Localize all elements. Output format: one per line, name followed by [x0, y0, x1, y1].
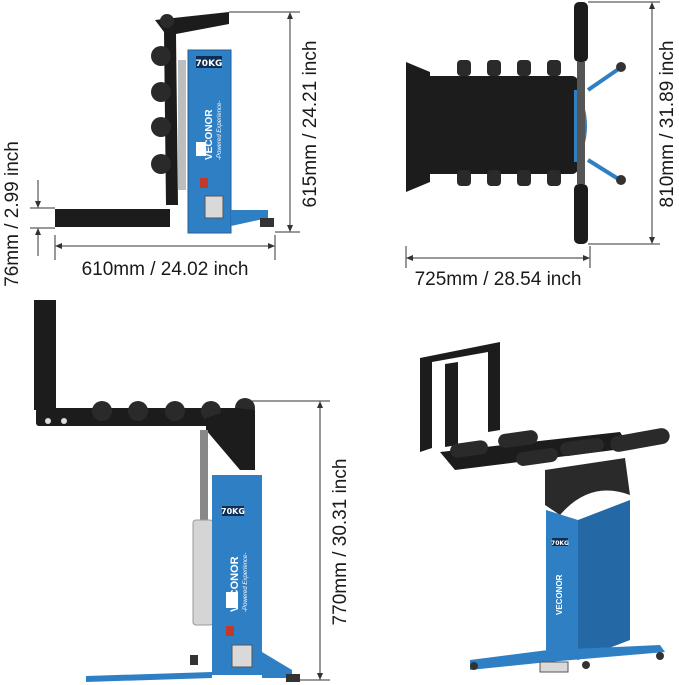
perspective-rollers: [450, 428, 670, 466]
side-brand-text: VECONOR: [204, 109, 215, 160]
top-width-label: 725mm / 28.54 inch: [415, 269, 582, 290]
perspective-capacity-text: 70KG: [551, 540, 569, 547]
perspective-foot: [582, 661, 590, 669]
top-leveling-foot: [616, 175, 626, 185]
side-view: 70KG VECONOR -Powered Experience-: [2, 11, 321, 287]
side-capacity-badge: [196, 56, 222, 68]
perspective-capacity-badge: [552, 538, 568, 546]
front-height-label: 770mm / 30.31 inch: [330, 459, 351, 626]
side-leveling-foot: [260, 218, 274, 227]
front-capacity-badge: [222, 506, 244, 516]
side-arm-frame: [155, 12, 229, 205]
front-base-bar: [86, 672, 212, 682]
side-roller: [151, 82, 171, 102]
perspective-bracket: [545, 458, 630, 515]
perspective-brand-text: VECONOR: [555, 574, 564, 615]
top-leveling-foot: [616, 62, 626, 72]
side-base-label: 76mm / 2.99 inch: [2, 141, 23, 287]
side-base-foot: [55, 209, 170, 227]
top-rollers: [457, 60, 561, 186]
front-capacity-text: 70KG: [221, 507, 245, 516]
top-height-label: 810mm / 31.89 inch: [657, 41, 678, 208]
side-height-label: 615mm / 24.21 inch: [300, 41, 321, 208]
side-logo-icon: [196, 142, 206, 156]
side-width-label: 610mm / 24.02 inch: [82, 259, 249, 280]
side-roller: [151, 117, 171, 137]
side-capacity-text: 70KG: [196, 59, 223, 69]
top-view: 810mm / 31.89 inch 725mm / 28.54 inch: [405, 1, 678, 290]
front-warning-label: [226, 626, 234, 636]
perspective-view: 70KG VECONOR: [420, 342, 670, 673]
top-long-roller: [574, 184, 588, 244]
front-logo-icon: [226, 592, 238, 608]
perspective-pedal: [539, 661, 569, 673]
side-tagline-text: -Powered Experience-: [217, 101, 223, 160]
perspective-column-side: [578, 500, 630, 660]
side-cylinder: [178, 60, 186, 190]
front-pedal: [231, 644, 253, 668]
front-base-plate: [262, 652, 292, 678]
perspective-foot: [656, 652, 664, 660]
front-elbow-arm: [206, 408, 255, 470]
side-base-plate: [231, 210, 268, 226]
top-long-roller: [574, 2, 588, 62]
front-cylinder: [192, 519, 214, 626]
front-leveling-foot: [286, 674, 300, 682]
front-handle: [34, 300, 56, 410]
side-pivot: [160, 14, 174, 28]
top-platform: [420, 76, 578, 174]
side-warning-label: [200, 178, 208, 188]
perspective-handle-frame: [420, 342, 500, 452]
side-pedal: [204, 195, 224, 219]
perspective-base: [470, 645, 665, 670]
front-view: 70KG VECONOR -Powered Experience- 770mm …: [34, 300, 351, 682]
side-roller: [151, 46, 171, 66]
front-piston-rod: [200, 430, 208, 530]
side-roller: [151, 154, 171, 174]
perspective-column-front: [546, 510, 578, 660]
perspective-foot: [470, 662, 478, 670]
front-tagline-text: -Powered Experience-: [243, 553, 249, 612]
